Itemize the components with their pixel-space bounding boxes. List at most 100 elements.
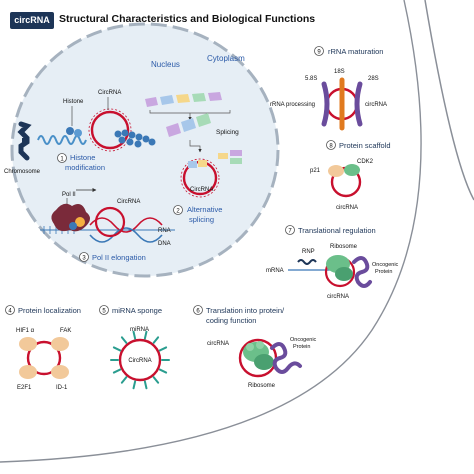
cell-membrane-outer xyxy=(424,0,474,201)
panel2-number: 2 xyxy=(176,209,180,215)
circrna-ring-dash xyxy=(88,108,132,152)
panel3-title: Pol II elongation xyxy=(92,253,146,262)
mirna-tick xyxy=(120,336,128,344)
mirna-tick xyxy=(132,330,137,340)
panel1-circrna-label: CircRNA xyxy=(98,90,121,96)
panel7-number: 7 xyxy=(288,229,292,235)
panel2-number-badge xyxy=(173,205,183,215)
panel8-number-badge xyxy=(326,140,336,150)
mirna-label: miRNA xyxy=(130,327,149,333)
histone-icon xyxy=(74,129,82,137)
mirna-tick xyxy=(152,336,160,344)
exon-block xyxy=(218,153,228,159)
protein-p21 xyxy=(328,165,344,177)
rrna-processing-label: rRNA processing xyxy=(270,102,315,108)
panel3-number-badge xyxy=(79,252,89,262)
panel-alternative-splicing: Splicing CircRNA 2 Alternative splicing xyxy=(145,92,242,224)
mirna-tick xyxy=(158,368,168,374)
protein-hif xyxy=(19,337,37,351)
panel-translation-coding: 6 Translation into protein/ coding funct… xyxy=(193,305,317,389)
panel3-circrna-label: CircRNA xyxy=(117,199,140,205)
p21-label: p21 xyxy=(310,168,321,174)
e2f1-label: E2F1 xyxy=(17,385,32,391)
panel7-oncogenic-label: Protein xyxy=(375,269,392,275)
circrna-ring-dash xyxy=(180,158,220,198)
panel5-number-badge xyxy=(99,305,109,315)
panel-protein-localization: 4 Protein localization HIF1 α FAK E2F1 I… xyxy=(5,305,81,391)
panel2-title: Alternative xyxy=(187,205,222,214)
mirna-tick xyxy=(152,376,160,384)
chromosome-icon xyxy=(17,121,32,161)
panel-histone-modification: Chromosome Histone CircRNA 1 Histone mod… xyxy=(4,90,156,175)
exon-block xyxy=(188,161,197,168)
panel1-title: Histone xyxy=(70,153,95,162)
panel5-circrna-label: CircRNA xyxy=(128,358,151,364)
fak-label: FAK xyxy=(60,328,71,334)
panel-pol2-elongation: Pol II CircRNA RNA DNA 3 Pol II elongati… xyxy=(40,188,175,262)
dna-strand-2 xyxy=(89,227,163,243)
panel1-title: modification xyxy=(65,163,105,172)
panel2-circrna-label: CircRNA xyxy=(190,187,213,193)
rnp-label: RNP xyxy=(302,249,315,255)
mirna-sponge-ticks xyxy=(110,330,170,390)
exon-block xyxy=(192,93,206,102)
exon-block xyxy=(198,160,207,167)
hif-label: HIF1 α xyxy=(16,328,35,334)
panel8-circrna-label: circRNA xyxy=(336,205,358,211)
rnp-complex xyxy=(297,259,317,265)
nucleus-label: Nucleus xyxy=(151,60,180,69)
histone-icon xyxy=(66,127,74,135)
oncogenic-label: Protein xyxy=(293,344,310,350)
panel4-title: Protein localization xyxy=(18,306,81,315)
panel7-ribosome-label: Ribosome xyxy=(330,244,358,250)
panel7-ribosome xyxy=(326,255,353,281)
exon-block xyxy=(196,113,211,127)
circrna-ring xyxy=(118,338,162,382)
panel1-number-badge xyxy=(57,153,67,163)
splicing-label: Splicing xyxy=(216,129,239,136)
panel6-title: Translation into protein/ xyxy=(206,306,285,315)
panel1-number: 1 xyxy=(60,157,64,163)
panel-rrna-maturation: 9 rRNA maturation 18S 5.8S 28S rRNA proc… xyxy=(270,46,387,131)
exon-block xyxy=(160,95,174,105)
exon-block xyxy=(230,158,242,164)
panel7-circrna-label: circRNA xyxy=(327,294,349,300)
pol2-subunit xyxy=(75,217,85,227)
figure-title: Structural Characteristics and Biologica… xyxy=(59,13,316,25)
panel9-title: rRNA maturation xyxy=(328,47,383,56)
panel4-number: 4 xyxy=(8,309,12,315)
panel-translational-regulation: 7 Translational regulation RNP Ribosome … xyxy=(266,225,399,300)
oncogenic-protein xyxy=(270,342,302,374)
cytoplasm-label: Cytoplasm xyxy=(207,54,245,63)
mirna-tick xyxy=(158,346,168,352)
mirna-tick xyxy=(143,380,148,390)
mirna-tick xyxy=(112,368,122,374)
pol2-subunit xyxy=(69,222,77,230)
rrna-18s-label: 18S xyxy=(334,69,345,75)
protein-fak xyxy=(51,337,69,351)
exon-block xyxy=(181,118,196,132)
ribosome-label: Ribosome xyxy=(248,383,276,389)
id1-label: ID-1 xyxy=(56,385,68,391)
rrna-28s-label: 28S xyxy=(368,76,379,82)
mrna-label: mRNA xyxy=(266,268,284,274)
rna-strand xyxy=(89,217,163,233)
panel9-circrna-label: circRNA xyxy=(365,102,387,108)
protein-e2f1 xyxy=(19,365,37,379)
panel-protein-scaffold: 8 Protein scaffold p21 CDK2 circRNA xyxy=(310,140,391,211)
histone-cluster xyxy=(114,129,156,148)
pol2-label: Pol II xyxy=(62,192,76,198)
rrna-58s-label: 5.8S xyxy=(305,76,317,82)
panel6-circrna-label: circRNA xyxy=(207,341,229,347)
panel2-title: splicing xyxy=(189,215,214,224)
title-badge: circRNA xyxy=(10,12,54,29)
mirna-tick xyxy=(132,380,137,390)
rna-label: RNA xyxy=(158,228,171,234)
circrna-ring xyxy=(26,340,62,376)
cdk2-label: CDK2 xyxy=(357,159,374,165)
panel9-number: 9 xyxy=(317,50,321,56)
circrna-ring xyxy=(94,206,126,238)
panel-mirna-sponge: 5 miRNA sponge miRNA CircRNA xyxy=(99,305,170,390)
